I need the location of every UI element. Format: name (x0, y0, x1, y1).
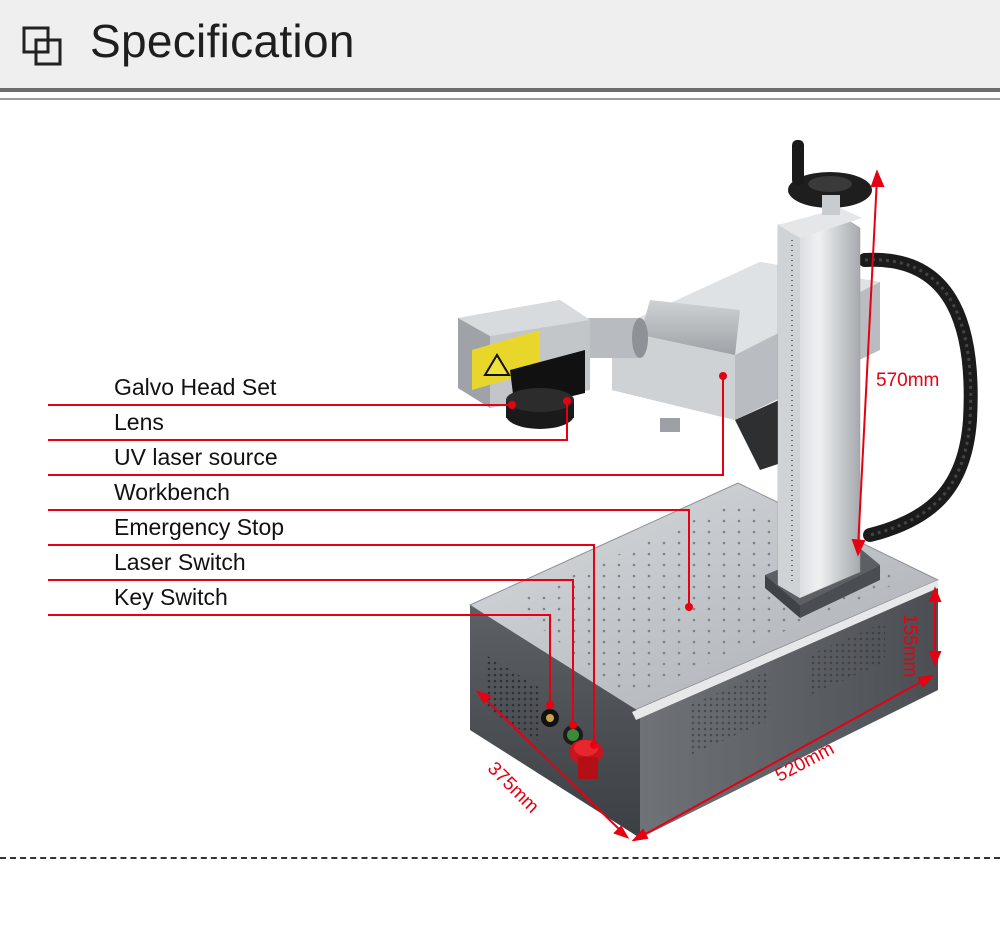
header-bar (0, 0, 1000, 88)
overlapping-squares-icon (22, 26, 62, 66)
dimension-base-height: 155mm (899, 614, 920, 678)
header-divider-thin (0, 98, 1000, 100)
callout-label-key-switch: Key Switch (114, 584, 228, 610)
dimension-height: 570mm (876, 370, 940, 391)
page-title: Specification (90, 15, 355, 67)
callout-label-galvo: Galvo Head Set (114, 374, 277, 400)
callout-label-emergency-stop: Emergency Stop (114, 514, 285, 540)
bottom-dashed-divider (0, 857, 1000, 859)
header-divider (0, 88, 1000, 92)
callout-label-workbench: Workbench (114, 479, 230, 505)
callout-label-laser-switch: Laser Switch (114, 549, 246, 575)
callout-label-uv-source: UV laser source (114, 444, 278, 470)
callout-label-lens: Lens (114, 409, 164, 435)
